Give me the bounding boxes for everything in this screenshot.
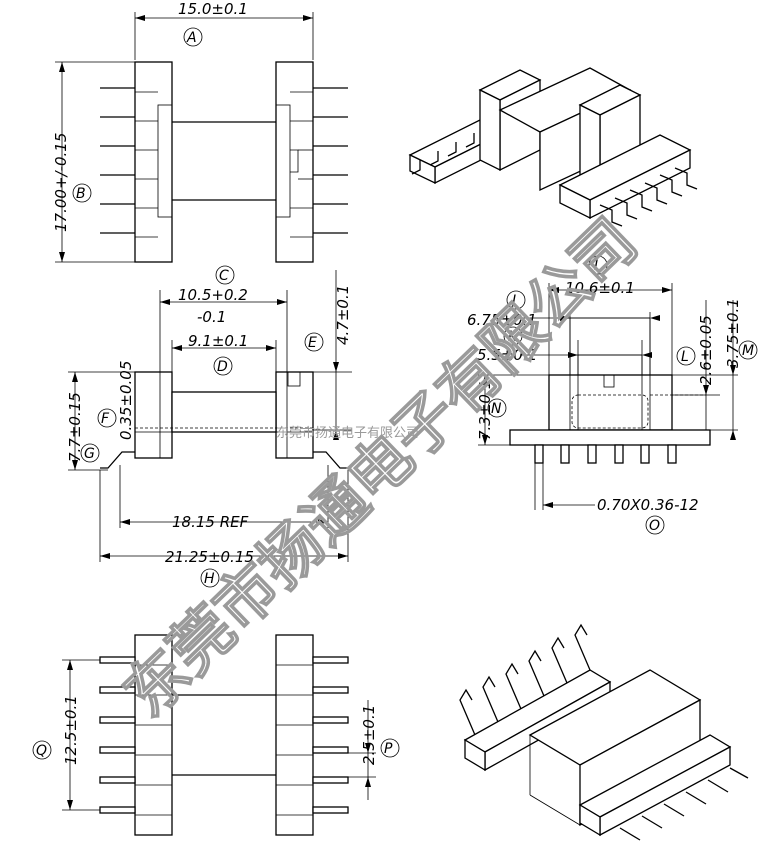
dim-o-value: 0.70X0.36-12 — [597, 496, 699, 514]
dim-b-value: 17.00+/-0.15 — [52, 133, 70, 232]
dim-l-label: L — [681, 349, 689, 365]
top-view: 15.0±0.1 A 17.00+/-0.15 B — [52, 0, 348, 263]
dim-f-label: F — [101, 411, 110, 427]
dim-h-label: H — [204, 571, 215, 587]
dim-a-value: 15.0±0.1 — [178, 0, 248, 18]
watermark-small: 东莞市扬通电子有限公司 — [276, 425, 419, 441]
dim-p-label: P — [384, 741, 393, 757]
dim-d-label: D — [217, 359, 228, 375]
dim-e-label: E — [308, 335, 317, 351]
dim-c-value-line2: -0.1 — [197, 308, 226, 326]
dim-g-label: G — [84, 446, 95, 462]
dim-l-value: 2.6±0.05 — [697, 315, 715, 385]
dim-j-value: 6.75±0.1 — [467, 311, 537, 329]
watermark-large: 东莞市扬通电子有限公司 — [110, 205, 651, 731]
dim-a-label: A — [186, 30, 197, 46]
dim-i-label: I — [594, 258, 598, 274]
dim-b-label: B — [76, 186, 86, 202]
dim-m-label: M — [742, 343, 754, 359]
dim-i-value: 10.6±0.1 — [565, 279, 635, 297]
dim-n-value: 7.3±0.1 — [476, 380, 494, 440]
isometric-view-bottom — [459, 623, 749, 841]
dim-g-value: 7.7±0.15 — [66, 392, 84, 462]
dim-j-label: J — [509, 293, 516, 309]
dim-q-value: 12.5±0.1 — [62, 695, 80, 765]
watermark: 东莞市扬通电子有限公司 东莞市扬通电子有限公司 — [109, 204, 652, 732]
dim-c-value-line1: 10.5+0.2 — [178, 286, 248, 304]
dim-m-value: 3.75±0.1 — [724, 298, 742, 368]
front-view: 10.6±0.1 I 6.75±0.1 J 5.5±0.1 K 2.6±0.05… — [467, 255, 758, 535]
dim-o-label: O — [649, 518, 660, 534]
dim-e-value: 4.7±0.1 — [334, 285, 352, 345]
dim-c-label: C — [219, 268, 229, 284]
side-view: 10.5+0.2 -0.1 C 9.1±0.1 D 4.7±0.1 E 7.7±… — [66, 265, 352, 588]
dim-d-value: 9.1±0.1 — [188, 332, 248, 350]
isometric-view-top — [408, 67, 698, 227]
dim-h-value: 21.25±0.15 — [165, 548, 254, 566]
dim-ref-value: 18.15 REF — [172, 513, 249, 531]
dim-n-label: N — [491, 401, 502, 417]
dim-p-value: 2.5±0.1 — [360, 705, 378, 765]
dim-q-label: Q — [36, 743, 47, 759]
dim-k-value: 5.5±0.1 — [477, 346, 537, 364]
dim-f-value: 0.35±0.05 — [117, 361, 135, 440]
bottom-view: 12.5±0.1 Q 2.5±0.1 P — [32, 634, 400, 836]
dim-k-label: K — [508, 329, 519, 345]
